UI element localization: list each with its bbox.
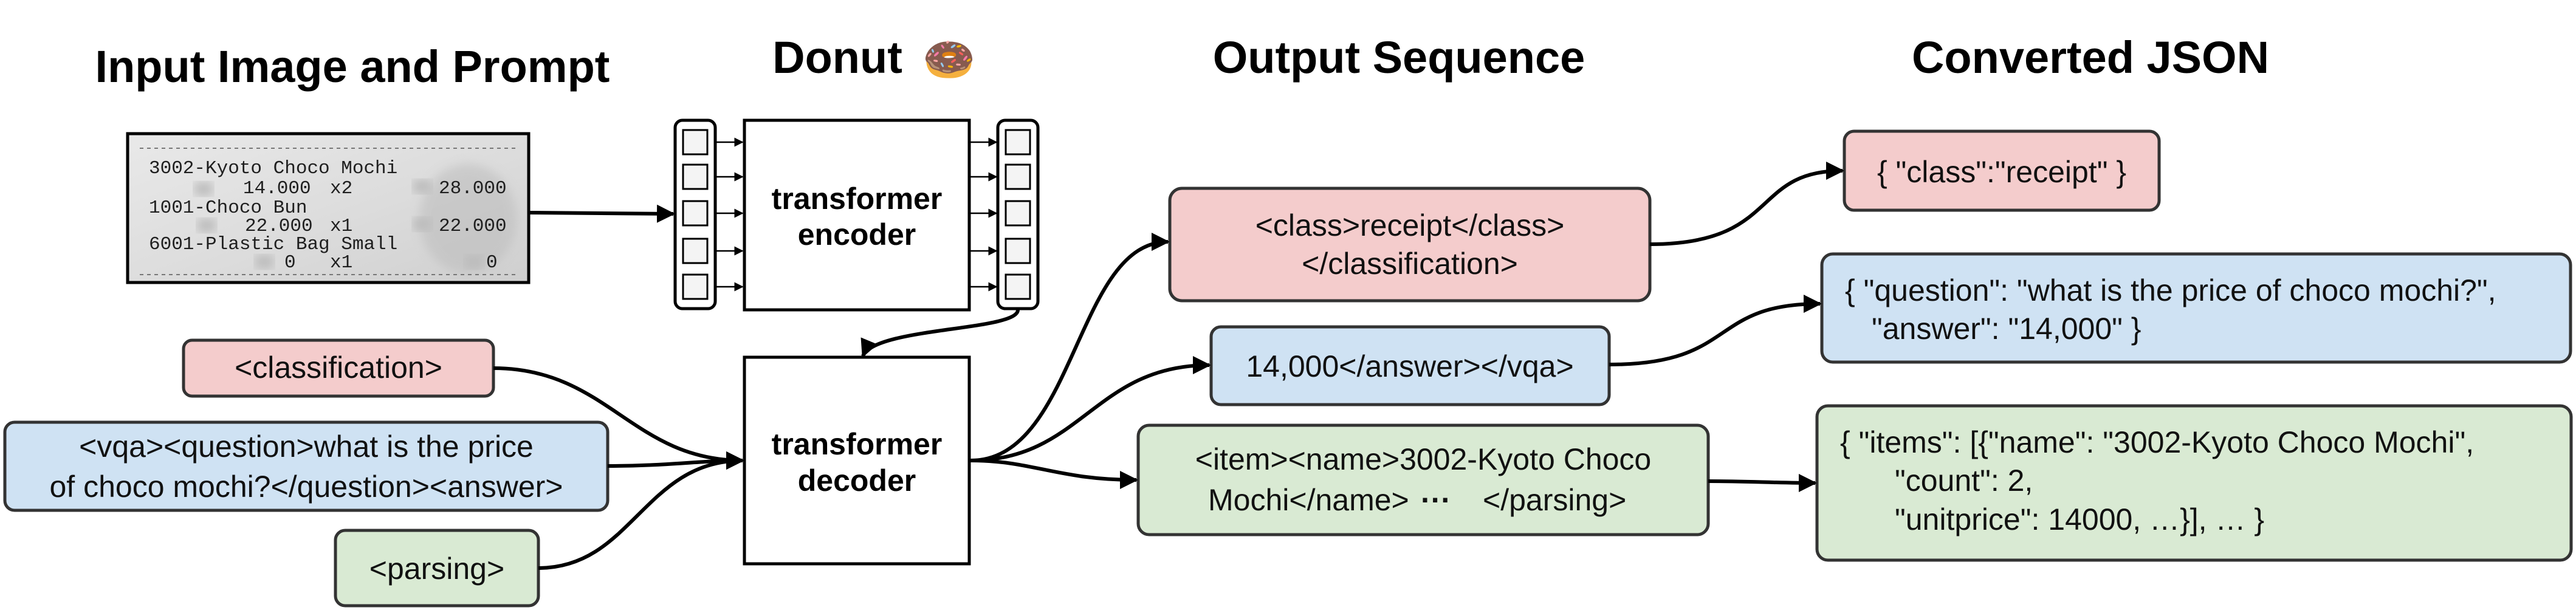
- receipt-image: 3002-Kyoto Choco Mochi 14.000 x2 28.000 …: [126, 132, 531, 284]
- output-parsing-line2-end: </parsing>: [1483, 483, 1626, 517]
- json-vqa-line1: { "question": "what is the price of choc…: [1845, 273, 2496, 307]
- encoder-token-arrows: [715, 137, 998, 292]
- encoder-block: transformer encoder: [743, 118, 971, 312]
- receipt-line: 6001-Plastic Bag Small: [149, 234, 397, 255]
- receipt-line: 1001-Choco Bun: [149, 197, 307, 219]
- prompt-parsing-box: <parsing>: [334, 529, 540, 608]
- prompt-classification-box: <classification>: [182, 338, 495, 398]
- arrow-image-to-encoder: [528, 204, 675, 223]
- receipt-line: x1: [330, 216, 352, 237]
- json-vqa-box: { "question": "what is the price of choc…: [1820, 252, 2572, 364]
- decoder-label-line2: decoder: [798, 464, 916, 498]
- heading-input: Input Image and Prompt: [95, 41, 610, 92]
- output-classification-line1: <class>receipt</class>: [1255, 208, 1565, 242]
- prompt-vqa-text-line1: <vqa><question>what is the price: [79, 430, 534, 464]
- json-parsing-box: { "items": [{"name": "3002-Kyoto Choco M…: [1815, 404, 2573, 562]
- prompt-vqa-box: <vqa><question>what is the price of choc…: [3, 420, 610, 512]
- heading-json: Converted JSON: [1912, 32, 2269, 83]
- heading-output: Output Sequence: [1213, 32, 1585, 83]
- heading-model: Donut: [772, 32, 902, 83]
- output-parsing-ellipsis: ···: [1421, 483, 1451, 517]
- token-column-output: [996, 118, 1040, 310]
- output-classification-line2: </classification>: [1302, 247, 1518, 281]
- encoder-label-line1: transformer: [772, 182, 943, 216]
- decoder-label-line1: transformer: [772, 427, 943, 461]
- prompt-vqa-text-line2: of choco mochi?</question><answer>: [50, 470, 563, 504]
- receipt-line: 0: [284, 252, 296, 273]
- connector-arrows: [493, 162, 1844, 570]
- arrow-output-to-json-classification: [1649, 162, 1844, 246]
- arrow-classification-to-decoder: [493, 366, 744, 470]
- receipt-line: x2: [330, 178, 352, 199]
- receipt-line: 22.000: [439, 216, 507, 237]
- arrow-output-to-json-parsing: [1708, 473, 1817, 492]
- receipt-line: 28.000: [439, 178, 507, 199]
- json-parsing-line3: "unitprice": 14000, …}], … }: [1895, 502, 2264, 536]
- receipt-line: x1: [330, 252, 352, 273]
- json-vqa-line2: "answer": "14,000" }: [1872, 312, 2141, 346]
- token-column-input: [673, 118, 717, 310]
- prompt-classification-text: <classification>: [235, 351, 442, 385]
- encoder-label-line2: encoder: [798, 217, 916, 252]
- receipt-line: 22.000: [245, 216, 313, 237]
- output-parsing-line1: <item><name>3002-Kyoto Choco: [1195, 442, 1652, 476]
- json-classification-box: { "class":"receipt" }: [1843, 129, 2161, 212]
- output-parsing-line2: Mochi</name>: [1208, 483, 1409, 517]
- output-vqa-text: 14,000</answer></vqa>: [1246, 349, 1573, 383]
- json-parsing-line1: { "items": [{"name": "3002-Kyoto Choco M…: [1840, 425, 2474, 459]
- decoder-block: transformer decoder: [743, 355, 971, 566]
- arrow-encoder-to-decoder: [860, 309, 1020, 358]
- receipt-line: 14.000: [243, 178, 311, 199]
- json-classification-text: { "class":"receipt" }: [1877, 155, 2126, 189]
- output-parsing-box: <item><name>3002-Kyoto Choco Mochi</name…: [1136, 423, 1710, 536]
- output-classification-box: <class>receipt</class> </classification>: [1168, 187, 1652, 303]
- arrow-decoder-to-output-vqa: [970, 356, 1211, 462]
- arrow-decoder-to-output-classification: [970, 233, 1170, 462]
- arrow-parsing-to-decoder: [538, 451, 744, 570]
- arrow-decoder-to-output-parsing: [970, 459, 1138, 489]
- arrow-output-to-json-vqa: [1609, 295, 1822, 366]
- prompt-parsing-text: <parsing>: [369, 552, 504, 586]
- output-vqa-box: 14,000</answer></vqa>: [1209, 325, 1611, 406]
- receipt-line: 3002-Kyoto Choco Mochi: [149, 158, 397, 179]
- json-parsing-line2: "count": 2,: [1895, 464, 2033, 498]
- receipt-line: 0: [486, 252, 498, 273]
- donut-emoji-icon: 🍩: [922, 37, 975, 84]
